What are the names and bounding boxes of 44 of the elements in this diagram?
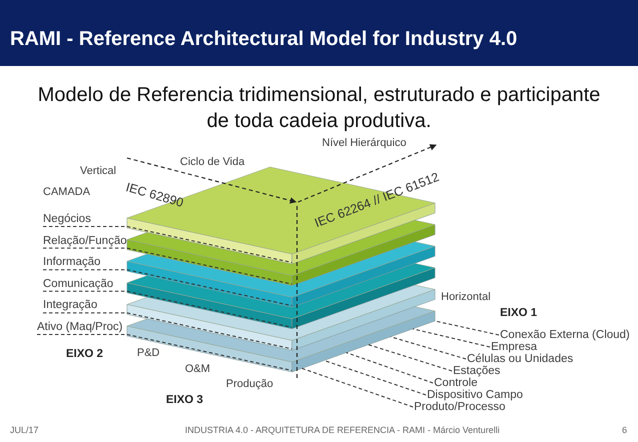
footer-text: INDUSTRIA 4.0 - ARQUITETURA DE REFERENCIA - RAMI - Márcio Venturelli [185,425,500,436]
axis-title: EIXO 3 [166,393,204,407]
leader-line [324,360,426,396]
leader-line [434,320,500,336]
footer-date: JUL/17 [10,425,39,436]
leader-line [42,269,292,306]
leader-line [42,290,292,328]
lifecycle-label: O&M [185,363,210,376]
subtitle: Modelo de Referencia tridimensional, estruturado e participante de toda cadeia produtiva. [36,83,602,134]
axis-title: EIXO 2 [66,347,104,361]
layer-label: Informação [43,255,101,270]
layer-label: Relação/Função [43,234,127,249]
layer-label: Integração [43,298,98,314]
level-label: Dispositivo Campo [427,389,523,401]
leader-line [368,344,452,372]
layer-label: Negócios [43,212,91,227]
level-label: Empresa [491,341,538,353]
level-label: Estações [453,365,500,377]
level-label: Células ou Unidades [467,353,574,365]
lifecycle-label: P&D [137,347,160,360]
layer-label: Comunicação [43,276,114,292]
leader-line [42,226,292,263]
standard-label: IEC 62264 // IEC 61512 [312,169,442,231]
leader-line [42,312,292,350]
level-label: Controle [434,377,478,389]
level-label: Produto/Processo [414,401,506,413]
leader-line [346,352,434,384]
axis-label: Nível Hierárquico [322,137,406,150]
layer-label: Ativo (Maq/Proc) [37,320,123,335]
lifecycle-label: Produção [226,378,274,391]
title-banner: RAMI - Reference Architectural Model for Industry 4.0 [0,0,638,66]
axis-label: CAMADA [43,186,90,199]
leader-line [302,368,414,408]
axis-title: EIXO 1 [500,306,538,320]
axis-label: Ciclo de Vida [180,156,245,169]
axis-label: Horizontal [441,291,491,304]
leader-line [36,334,292,371]
level-label: Conexão Externa (Cloud) [500,329,630,341]
leader-line [42,248,292,285]
axis-label: Vertical [80,165,116,178]
leader-line [412,328,490,348]
page-number: 6 [622,425,628,436]
standard-label: IEC 62890 [124,180,184,210]
leader-line [390,336,466,360]
